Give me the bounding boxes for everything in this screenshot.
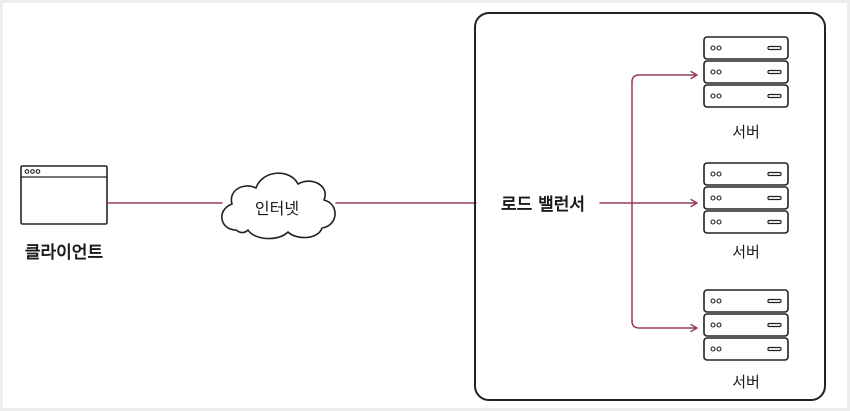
server-unit (703, 36, 789, 60)
connector-to-server-3 (631, 320, 698, 333)
server-unit (703, 210, 789, 234)
server-unit (703, 289, 789, 313)
server-unit (703, 60, 789, 84)
server-rack-icon (703, 162, 789, 234)
server-node-3: 서버 (703, 289, 789, 391)
server-cluster-container (474, 12, 826, 401)
server-node-2: 서버 (703, 162, 789, 261)
internet-label: 인터넷 (255, 199, 299, 218)
server-label: 서버 (732, 243, 760, 261)
client-node: 클라이언트 (20, 165, 108, 263)
server-unit (703, 337, 789, 361)
cloud-icon (221, 172, 336, 240)
server-node-1: 서버 (703, 36, 789, 141)
internet-node: 인터넷 (221, 172, 336, 240)
server-label: 서버 (732, 373, 760, 391)
server-unit (703, 313, 789, 337)
server-rack-icon (703, 289, 789, 361)
server-rack-icon (703, 36, 789, 108)
load-balancer-connectors (599, 70, 698, 333)
server-unit (703, 186, 789, 210)
server-unit (703, 162, 789, 186)
load-balancer-label: 로드 밸런서 (501, 195, 585, 215)
browser-window-icon (20, 165, 108, 225)
client-label: 클라이언트 (25, 243, 104, 263)
server-label: 서버 (732, 123, 760, 141)
connector-to-server-1 (631, 70, 698, 83)
server-unit (703, 84, 789, 108)
